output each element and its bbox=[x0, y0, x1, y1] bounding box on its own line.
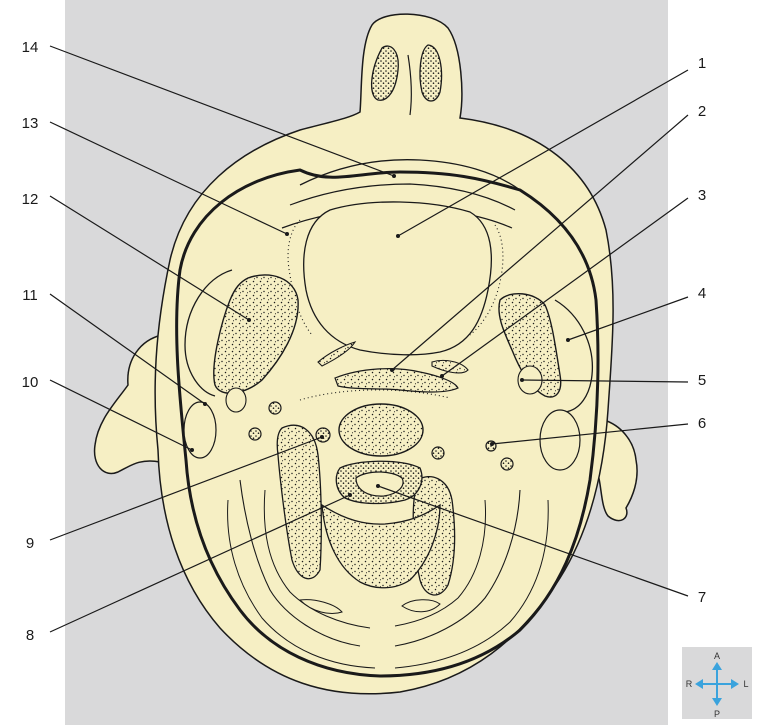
label-13: 13 bbox=[22, 115, 39, 132]
dens-of-axis bbox=[339, 404, 423, 456]
vessel-left-3 bbox=[501, 458, 513, 470]
orientation-compass: A P R L bbox=[682, 647, 752, 719]
vessel-right-3 bbox=[316, 428, 330, 442]
compass-posterior: P bbox=[714, 709, 720, 719]
parotid-right bbox=[184, 402, 216, 458]
compass-left: L bbox=[743, 679, 748, 689]
oral-cavity bbox=[304, 202, 492, 355]
label-5: 5 bbox=[698, 372, 706, 389]
label-6: 6 bbox=[698, 415, 706, 432]
label-7: 7 bbox=[698, 589, 706, 606]
label-2: 2 bbox=[698, 103, 706, 120]
compass-anterior: A bbox=[714, 651, 720, 661]
label-14: 14 bbox=[22, 39, 39, 56]
vessel-left-1 bbox=[432, 447, 444, 459]
vessel-right-1 bbox=[269, 402, 281, 414]
label-11: 11 bbox=[22, 287, 38, 304]
label-12: 12 bbox=[22, 191, 39, 208]
label-1: 1 bbox=[698, 55, 706, 72]
parotid-left bbox=[540, 410, 580, 470]
medial-pterygoid-right bbox=[226, 388, 246, 412]
vessel-right-2 bbox=[249, 428, 261, 440]
label-9: 9 bbox=[26, 535, 34, 552]
label-10: 10 bbox=[22, 374, 39, 391]
compass-right: R bbox=[686, 679, 693, 689]
label-3: 3 bbox=[698, 187, 706, 204]
label-4: 4 bbox=[698, 285, 706, 302]
label-8: 8 bbox=[26, 627, 34, 644]
nose-left-nostril bbox=[420, 45, 442, 101]
